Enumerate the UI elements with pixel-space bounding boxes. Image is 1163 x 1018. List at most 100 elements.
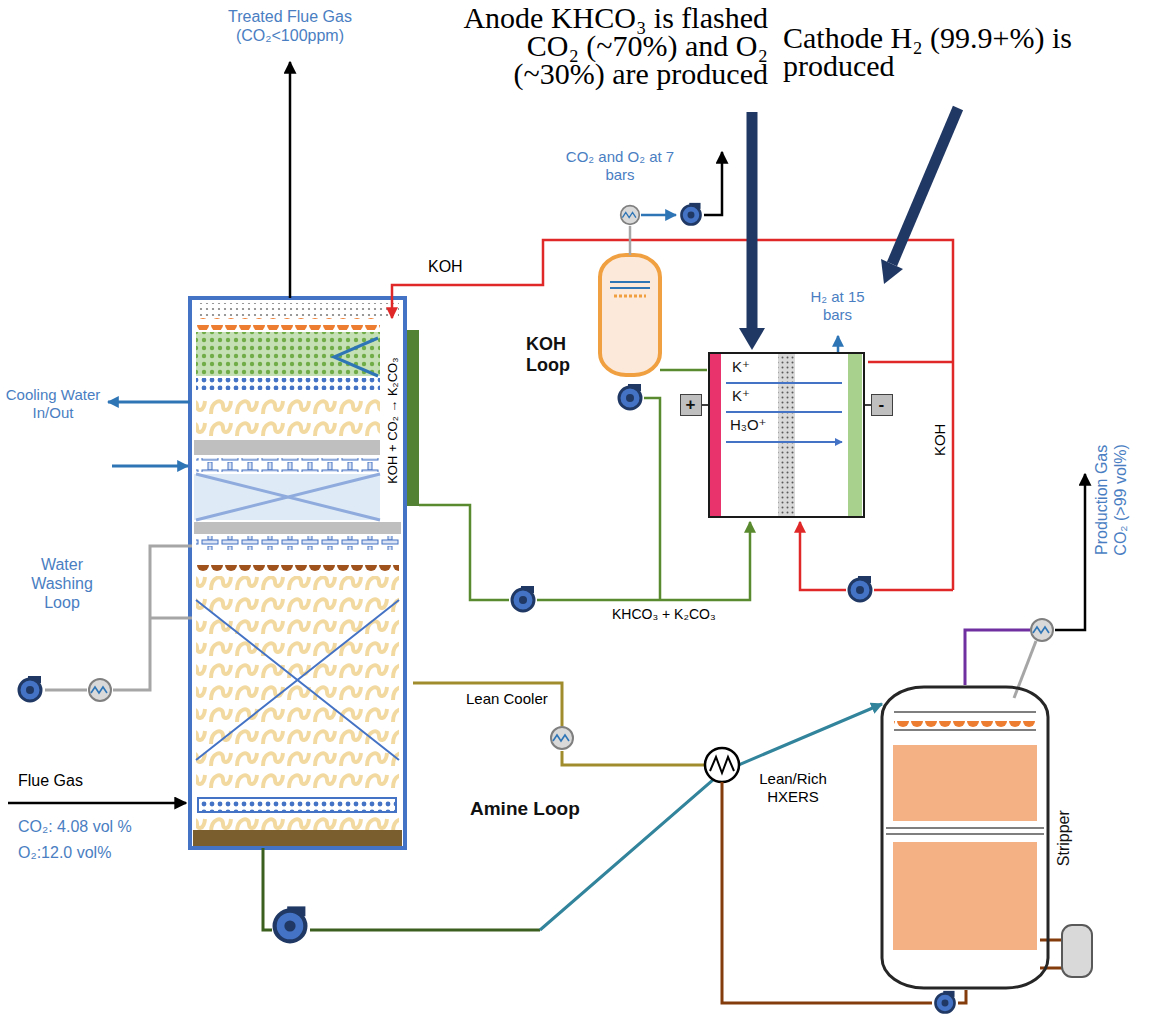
stream-label: Production Gas CO₂ (>99 vol%): [1093, 430, 1131, 570]
electrolyzer-internals: [726, 383, 842, 442]
vessel-label: Stripper: [1055, 810, 1073, 866]
cathode-terminal: -: [871, 394, 893, 416]
callout-arrow: [747, 112, 758, 330]
callout-text: Cathode H₂ (99.9+%) is produced: [783, 24, 1083, 80]
utility-lines: [89, 679, 111, 701]
loop-label: KOH Loop: [526, 334, 598, 376]
absorber-column: [196, 814, 399, 830]
stream-label: Cooling Water In/Out: [4, 386, 102, 421]
absorber-column: [196, 318, 380, 330]
absorber-column: [190, 298, 419, 848]
absorber-column: [196, 392, 380, 438]
utility-lines: [8, 62, 290, 803]
utility-lines: [8, 802, 186, 805]
koh-loop: [392, 240, 953, 590]
callout-arrow: [739, 108, 958, 350]
anode-terminal: +: [680, 394, 702, 416]
koh-loop: [800, 522, 846, 590]
electrolyzer-internals: [709, 353, 862, 517]
absorber-column: [196, 576, 399, 792]
koh-loop: [619, 384, 641, 409]
absorber-column: [194, 440, 380, 455]
amine-loop: [275, 906, 306, 941]
stripper-column: Stripper: [880, 685, 1050, 990]
koh-loop: [874, 589, 953, 592]
koh-loop: [600, 255, 660, 375]
koh-loop: [644, 398, 660, 600]
stream-label: CO₂ and O₂ at 7 bars: [560, 148, 680, 183]
absorber-column: [194, 522, 401, 534]
stripper-outline: [880, 685, 1050, 990]
koh-loop: [837, 336, 840, 352]
amine-loop: [710, 757, 734, 773]
koh-loop: [419, 505, 509, 600]
stripper-internals: [894, 712, 1036, 730]
ion-label: H₃O⁺: [730, 416, 767, 433]
stripper-internals: [886, 828, 1044, 834]
stripper-internals: [886, 712, 1044, 950]
amine-loop: [310, 929, 540, 932]
stream-label: KHCO₃ + K₂CO₃: [612, 606, 752, 623]
stream-label: H₂ at 15 bars: [795, 288, 880, 323]
callout-arrow: [739, 328, 765, 350]
absorber-column: [194, 474, 380, 520]
electrolyzer-cell: K⁺ K⁺ H₃O⁺: [708, 352, 865, 518]
absorber-column: [196, 332, 380, 376]
koh-loop: [868, 361, 953, 364]
koh-loop: [614, 295, 646, 298]
amine-loop: [958, 990, 966, 1003]
koh-loop: [629, 226, 632, 255]
amine-loop: [935, 991, 954, 1013]
absorber-column: [196, 303, 399, 316]
absorber-column: [193, 830, 402, 846]
amine-loop: [1040, 940, 1062, 968]
amine-loop: [551, 727, 573, 749]
ion-label: K⁺: [732, 387, 750, 404]
utility-lines: [112, 465, 188, 468]
absorber-column: [196, 458, 380, 472]
amine-loop: [705, 748, 739, 782]
utility-lines: [289, 62, 292, 298]
callout-text: Anode KHCO₃ is flashed CO₂ (~70%) and O₂…: [448, 4, 768, 88]
absorber-column: [196, 474, 380, 520]
terminal-sign: -: [879, 395, 885, 415]
callout-arrow: [892, 108, 958, 264]
koh-loop: [621, 206, 640, 225]
loop-label: Water Washing Loop: [22, 556, 102, 613]
stripper-internals: [893, 745, 1037, 821]
ion-label: K⁺: [732, 358, 750, 375]
koh-loop: [849, 576, 871, 601]
reaction-label: KOH + CO₂ → K₂CO₃: [385, 355, 400, 485]
stream-label: KOH: [931, 424, 949, 457]
absorber-column: [196, 378, 380, 390]
koh-loop: [392, 152, 953, 611]
amine-loop: [965, 630, 1030, 685]
amine-loop: [263, 474, 1092, 1013]
amine-loop: [1062, 925, 1092, 977]
electrolyzer-internals: [778, 353, 795, 517]
absorber-column: [196, 560, 399, 574]
koh-loop: [537, 522, 750, 600]
amine-loop: [540, 704, 882, 930]
koh-loop: [641, 214, 676, 217]
absorber-column: [190, 298, 405, 848]
stripper-internals: [893, 842, 1037, 950]
amine-loop: [1055, 474, 1085, 630]
stream-label: Flue Gas: [18, 772, 138, 791]
electrolyzer-internals: [848, 353, 862, 517]
utility-lines: [19, 676, 41, 701]
stripper-internals: [894, 715, 1036, 727]
absorber-column: [196, 536, 399, 550]
callout-arrow: [881, 259, 903, 284]
amine-loop: [413, 683, 562, 726]
koh-loop: [660, 369, 707, 372]
amine-loop: [263, 848, 272, 930]
amine-loop: [1031, 619, 1053, 641]
equipment-label: Lean Cooler: [466, 690, 556, 708]
stream-label: Treated Flue Gas (CO₂<100ppm): [190, 8, 390, 46]
koh-loop: [610, 282, 650, 288]
koh-loop: [681, 203, 700, 225]
electrolyzer-internals: [709, 353, 721, 517]
absorber-column: [198, 798, 396, 812]
absorber-column: [196, 600, 399, 760]
